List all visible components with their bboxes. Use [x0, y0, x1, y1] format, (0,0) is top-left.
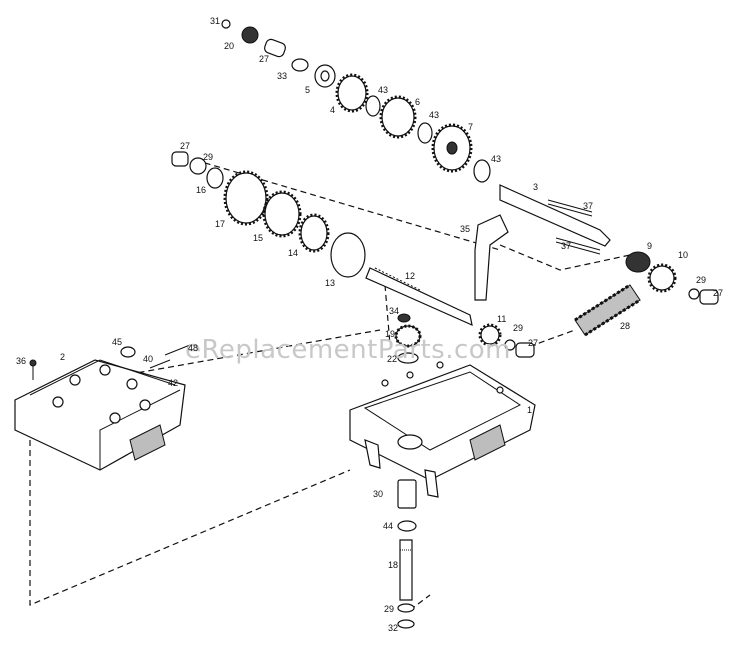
shift-and-chain-assembly [474, 214, 719, 358]
callout-13: 13 [325, 278, 335, 288]
watermark: eReplacementParts.com [185, 335, 511, 365]
callout-30: 30 [373, 489, 383, 499]
callout-10: 10 [678, 250, 688, 260]
callout-35: 35 [460, 224, 470, 234]
callout-45: 45 [112, 337, 122, 347]
callout-43-b: 43 [429, 110, 439, 120]
callout-31: 31 [210, 16, 220, 26]
callout-2: 2 [60, 352, 65, 362]
upper-shaft-assembly [221, 19, 611, 255]
callout-27-right: 27 [713, 288, 723, 298]
callout-32: 32 [388, 623, 398, 633]
callout-27-left: 27 [180, 141, 190, 151]
callout-27-top: 27 [259, 54, 269, 64]
housing-cover [14, 344, 191, 471]
callout-37-lower: 37 [561, 241, 571, 251]
callout-14: 14 [288, 248, 298, 258]
callout-18: 18 [388, 560, 398, 570]
callout-17: 17 [215, 219, 225, 229]
callout-33: 33 [277, 71, 287, 81]
callout-40: 40 [143, 354, 153, 364]
callout-29-left: 29 [203, 152, 213, 162]
callout-labels: 1 2 3 4 5 6 7 9 10 11 12 13 14 15 16 17 … [16, 16, 723, 633]
callout-36: 36 [16, 356, 26, 366]
callout-22: 22 [387, 354, 397, 364]
callout-6: 6 [415, 97, 420, 107]
callout-12: 12 [405, 271, 415, 281]
callout-7: 7 [468, 122, 473, 132]
callout-3: 3 [533, 182, 538, 192]
callout-37-upper: 37 [583, 201, 593, 211]
callout-20: 20 [224, 41, 234, 51]
callout-44: 44 [383, 521, 393, 531]
middle-gear-cluster [171, 151, 473, 327]
pinion-assembly [394, 313, 422, 364]
callout-16: 16 [196, 185, 206, 195]
callout-42: 42 [168, 378, 178, 388]
callout-9: 9 [647, 241, 652, 251]
callout-4: 4 [330, 105, 335, 115]
callout-43-a: 43 [378, 85, 388, 95]
callout-1: 1 [527, 405, 532, 415]
callout-34: 34 [389, 306, 399, 316]
callout-5: 5 [305, 85, 310, 95]
callout-11: 11 [497, 314, 506, 324]
callout-43-c: 43 [491, 154, 501, 164]
callout-29-bottom: 29 [384, 604, 394, 614]
callout-15: 15 [253, 233, 263, 243]
lower-shaft-assembly [397, 479, 417, 629]
callout-19: 19 [385, 329, 395, 339]
callout-27-mid: 27 [528, 338, 538, 348]
callout-29-mid: 29 [513, 323, 523, 333]
callout-48: 48 [188, 343, 198, 353]
callout-29-right: 29 [696, 275, 706, 285]
callout-28: 28 [620, 321, 630, 331]
main-housing [349, 361, 536, 498]
